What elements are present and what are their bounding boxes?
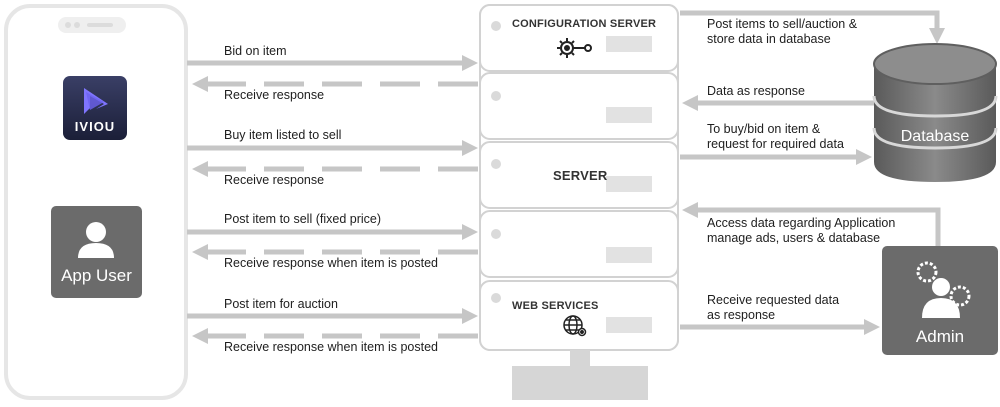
- receive-requested-line-2: as response: [707, 308, 776, 322]
- data-response-label: Data as response: [707, 84, 805, 98]
- server-base: [512, 350, 648, 400]
- post-items-line-1: Post items to sell/auction &: [707, 17, 858, 31]
- configuration-server-title: CONFIGURATION SERVER: [512, 18, 657, 30]
- config-gear-icon: [557, 38, 592, 58]
- post-auction-label: Post item for auction: [224, 297, 338, 311]
- server-title: SERVER: [553, 168, 608, 183]
- globe-icon: [563, 315, 587, 337]
- access-line-2: manage ads, users & database: [707, 231, 881, 245]
- access-line-1: Access data regarding Application: [707, 216, 896, 230]
- database-label: Database: [900, 128, 970, 145]
- post-items-line-2: store data in database: [707, 32, 831, 46]
- to-buy-line-1: To buy/bid on item &: [707, 122, 821, 136]
- post-items-label: Post items to sell/auction & store data …: [707, 17, 857, 47]
- app-user-box: [51, 206, 142, 298]
- access-label: Access data regarding Application manage…: [707, 216, 895, 246]
- app-brand-text: IVIOU: [74, 119, 116, 134]
- server-unit-4: [479, 210, 679, 278]
- to-buy-label: To buy/bid on item & request for require…: [707, 122, 844, 152]
- response-label-3: Receive response when item is posted: [224, 256, 439, 270]
- phone-frame: [4, 4, 188, 400]
- server-flow-arrows: [680, 10, 945, 335]
- app-logo: [63, 76, 127, 140]
- post-fixed-label: Post item to sell (fixed price): [224, 212, 381, 226]
- server-unit-main: [479, 141, 679, 209]
- user-flow-arrows: [187, 55, 478, 344]
- app-user-label: App User: [61, 266, 132, 285]
- database-icon: [872, 43, 998, 182]
- admin-label: Admin: [915, 327, 965, 346]
- response-label-4: Receive response when item is posted: [224, 340, 439, 354]
- server-unit-web: [479, 280, 679, 351]
- response-label-2: Receive response: [224, 173, 325, 187]
- receive-requested-label: Receive requested data as response: [707, 293, 839, 323]
- receive-requested-line-1: Receive requested data: [707, 293, 840, 307]
- server-unit-2: [479, 72, 679, 140]
- response-label-1: Receive response: [224, 88, 325, 102]
- server-unit-config: [479, 4, 679, 72]
- to-buy-line-2: request for required data: [707, 137, 844, 151]
- admin-box: [882, 246, 998, 355]
- buy-label: Buy item listed to sell: [224, 128, 342, 142]
- web-services-title: WEB SERVICES: [512, 300, 599, 312]
- server-stack: [479, 4, 679, 351]
- bid-label: Bid on item: [224, 44, 287, 58]
